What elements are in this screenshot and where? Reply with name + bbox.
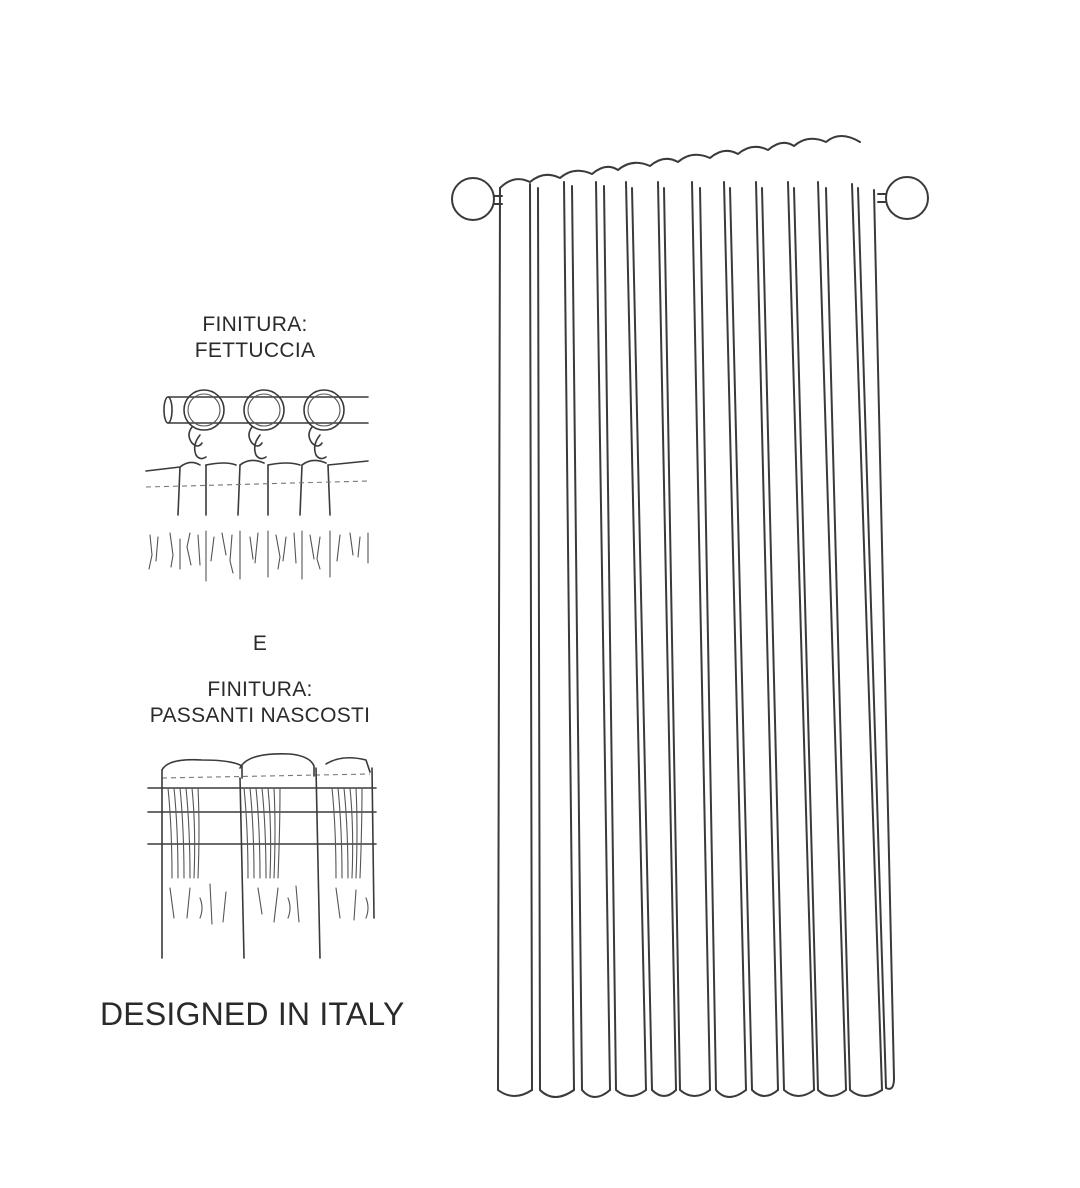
curtain-pleats <box>497 181 895 1098</box>
finish-1-title: FINITURA: <box>202 313 308 336</box>
separator-label: E <box>252 632 268 655</box>
finish-1-type: FETTUCCIA <box>194 339 316 362</box>
finish-2-type: PASSANTI NASCOSTI <box>149 704 371 727</box>
finish-2-label: FINITURA: PASSANTI NASCOSTI <box>110 677 410 729</box>
curtain-rings <box>183 389 345 431</box>
finish-2-title: FINITURA: <box>207 678 313 701</box>
tape-heading-illustration <box>145 389 369 582</box>
finish-1-label: FINITURA: FETTUCCIA <box>130 312 380 364</box>
designed-in-italy-text: DESIGNED IN ITALY <box>100 996 405 1032</box>
curtain-panel-illustration <box>451 135 929 1098</box>
hidden-tabs-illustration <box>147 752 377 959</box>
right-finial <box>885 176 929 220</box>
left-finial <box>451 177 495 221</box>
